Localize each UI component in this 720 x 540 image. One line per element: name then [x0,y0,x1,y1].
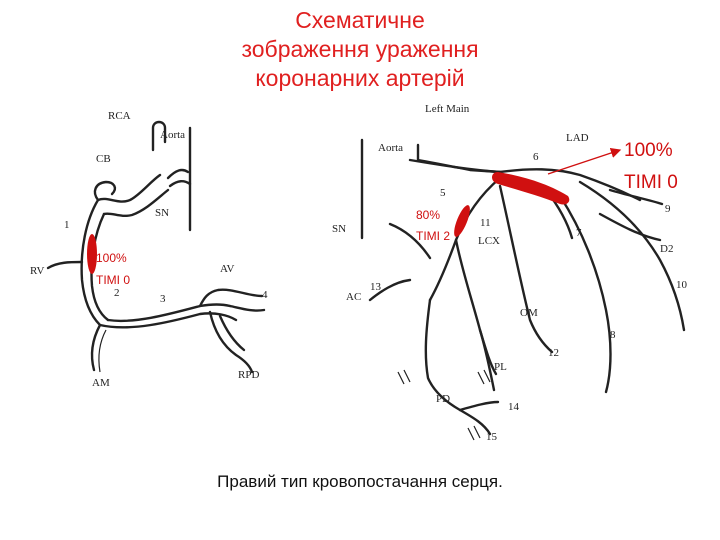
label-seg-10: 10 [676,279,688,291]
rca-lesion-timi: TIMI 0 [96,273,130,287]
label-d2: D2 [660,243,673,255]
pl-branch [478,328,498,376]
label-lca-aorta: Aorta [378,142,403,154]
am-branch [90,323,102,372]
label-seg-15: 15 [486,431,498,443]
lcx-lesion-percent: 80% [416,208,440,222]
sn-branch [166,168,192,188]
label-seg-5: 5 [440,187,446,199]
label-seg-4: 4 [262,289,268,301]
lad-lesion-arrow [547,147,622,175]
left-main [408,158,502,174]
title-line-3: коронарних артерій [255,65,465,91]
label-cb: CB [96,153,111,165]
title-line-2: зображення ураження [241,36,479,62]
lad-lesion-percent: 100% [624,140,673,161]
label-seg-13: 13 [370,281,382,293]
rca-segment-4 [228,304,266,312]
label-seg-2: 2 [114,287,120,299]
label-seg-9: 9 [665,203,671,215]
label-seg-8: 8 [610,329,616,341]
rca-proximal-inner [102,188,170,218]
rca-segment-1-2-inner [90,212,110,322]
right-coronary-panel: RCA Aorta CB SN RV AV AM RPD 1 2 3 4 100… [30,110,268,389]
label-am: AM [92,377,110,389]
label-om: OM [520,307,538,319]
rca-aorta-vessel [151,120,167,152]
av-branch [198,288,264,308]
rpd-branch-inner [218,314,246,352]
d2-branch [598,212,662,242]
lcx-distal [454,238,496,392]
vessel-break-marks [397,369,491,441]
rca-lesion-percent: 100% [96,251,127,265]
label-left-main: Left Main [425,103,470,115]
cb-branch [93,180,117,202]
rv-branch [46,260,84,270]
label-av: AV [220,263,235,275]
label-rca-sn: SN [155,207,169,219]
lad-mid [578,180,686,332]
lad-lesion-timi: TIMI 0 [624,172,678,193]
diag-branch-9 [608,188,664,206]
left-coronary-panel: Left Main Aorta LAD SN AC LCX OM PL PD D… [332,103,688,443]
label-seg-6: 6 [533,151,539,163]
rca-segment-1-2 [80,198,102,327]
label-lcx: LCX [478,235,500,247]
lcx-stenosis-marker [454,205,470,237]
label-rpd: RPD [238,369,259,381]
lad-distal [558,194,612,394]
rca-proximal [96,173,162,203]
diagram-title: Схематичне зображення ураження коронарни… [0,6,720,93]
pd-branch [424,298,492,436]
lad-occlusion-marker [492,172,570,205]
label-lad: LAD [566,132,589,144]
rca-segment-3 [98,312,238,329]
title-line-1: Схематичне [295,7,425,33]
label-seg-12: 12 [548,347,559,359]
label-rv: RV [30,265,44,277]
pd-branch-14 [458,400,500,412]
lca-sn-branch [388,222,432,260]
label-seg-14: 14 [508,401,520,413]
label-seg-1: 1 [64,219,70,231]
label-ac: AC [346,291,361,303]
label-lca-sn: SN [332,223,346,235]
lcx-lesion-timi: TIMI 2 [416,229,450,243]
label-seg-7: 7 [576,227,582,239]
label-rca: RCA [108,110,131,122]
label-rca-aorta: Aorta [160,129,185,141]
rca-occlusion-marker [87,234,97,274]
label-pd: PD [436,393,450,405]
lad-proximal [498,168,642,202]
label-seg-11: 11 [480,217,491,229]
rpd-branch [208,310,254,374]
label-seg-3: 3 [160,293,166,305]
label-pl: PL [494,361,507,373]
ac-branch [368,278,412,302]
am-branch-thin [98,329,107,373]
om-branch [498,184,554,354]
diagram-caption: Правий тип кровопостачання серця. [217,472,503,491]
